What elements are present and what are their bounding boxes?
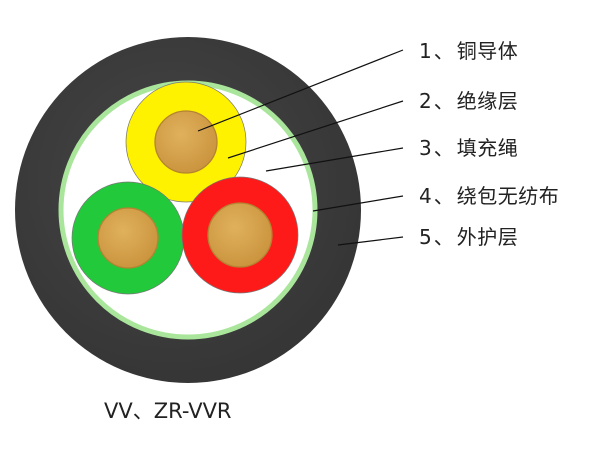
legend-separator: 、	[433, 184, 454, 208]
leader-line-2	[227, 100, 404, 159]
copper-conductor-icon	[154, 110, 218, 174]
cable-cross-section-icon	[15, 37, 361, 383]
legend-label: 铜导体	[456, 39, 519, 63]
legend-label: 填充绳	[456, 136, 519, 160]
legend-number: 5	[419, 225, 432, 249]
legend-number: 1	[419, 39, 432, 63]
yellow-core	[125, 81, 247, 203]
leader-line-5	[337, 236, 404, 246]
legend-item-copper-conductor: 1、铜导体	[419, 36, 594, 66]
leader-line-4	[312, 195, 404, 212]
leader-line-1	[197, 49, 404, 132]
legend-number: 2	[419, 89, 432, 113]
copper-conductor-icon	[97, 207, 159, 269]
legend-item-nonwoven-wrap: 4、绕包无纺布	[419, 181, 594, 211]
green-core	[71, 181, 185, 295]
legend-label: 外护层	[456, 225, 519, 249]
legend-item-outer-sheath: 5、外护层	[419, 222, 594, 252]
cable-model-caption: VV、ZR-VVR	[104, 399, 232, 423]
leader-line-3	[265, 147, 404, 172]
red-core	[181, 176, 299, 294]
legend-separator: 、	[433, 89, 454, 113]
legend-number: 4	[419, 184, 432, 208]
legend-number: 3	[419, 136, 432, 160]
legend-label: 绕包无纺布	[456, 184, 560, 208]
legend-separator: 、	[433, 136, 454, 160]
legend-label: 绝缘层	[456, 89, 519, 113]
legend-separator: 、	[433, 225, 454, 249]
legend-separator: 、	[433, 39, 454, 63]
legend-item-filler-rope: 3、填充绳	[419, 133, 594, 163]
legend-item-insulation: 2、绝缘层	[419, 86, 594, 116]
copper-conductor-icon	[207, 202, 273, 268]
leader-lines	[197, 49, 404, 246]
